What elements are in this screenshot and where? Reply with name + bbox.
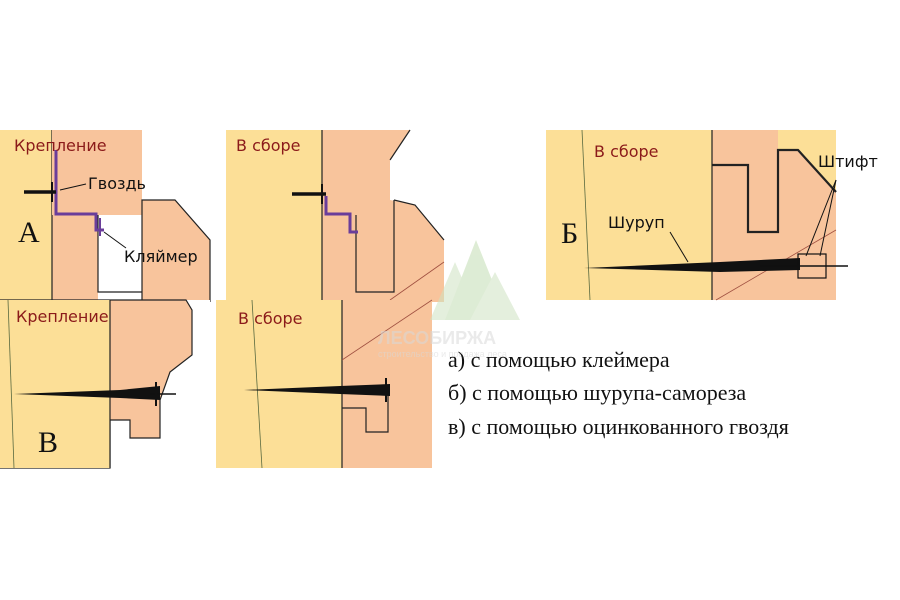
panel-a-fastening-title: Крепление xyxy=(14,136,107,155)
watermark-tagline: строительство и продажа леса xyxy=(378,349,507,359)
legend-item-v: в) с помощью оцинкованного гвоздя xyxy=(448,414,789,439)
panel-v-letter: В xyxy=(38,426,58,459)
watermark-name: ЛЕСОБИРЖА xyxy=(378,328,496,348)
clip-label: Кляймер xyxy=(124,247,198,266)
panel-a-assembled: В сборе xyxy=(226,129,445,302)
pin-label: Штифт xyxy=(818,152,878,171)
panel-a-assembled-title: В сборе xyxy=(236,136,301,155)
panel-a-fastening: Крепление Гвоздь Кляймер А xyxy=(0,130,211,303)
lesobirzha-watermark: ЛЕСОБИРЖА строительство и продажа леса xyxy=(378,240,520,359)
panel-b-title: В сборе xyxy=(594,142,659,161)
panel-v-assembled-title: В сборе xyxy=(238,309,303,328)
panel-v-assembled: В сборе xyxy=(216,298,433,469)
tree-right-icon xyxy=(470,272,520,320)
legend: а) с помощью клеймера б) с помощью шуруп… xyxy=(448,347,789,439)
panel-a-letter: А xyxy=(18,216,40,249)
legend-item-b: б) с помощью шурупа-самореза xyxy=(448,380,746,405)
panel-b-assembled: В сборе Шуруп Штифт Б xyxy=(546,129,878,301)
panel-b-letter: Б xyxy=(561,217,578,250)
nail-label: Гвоздь xyxy=(88,174,146,193)
panel-v-fastening: Крепление В xyxy=(0,299,210,469)
legend-item-a: а) с помощью клеймера xyxy=(448,347,670,372)
panel-v-fastening-title: Крепление xyxy=(16,307,109,326)
screw-label: Шуруп xyxy=(608,213,665,232)
